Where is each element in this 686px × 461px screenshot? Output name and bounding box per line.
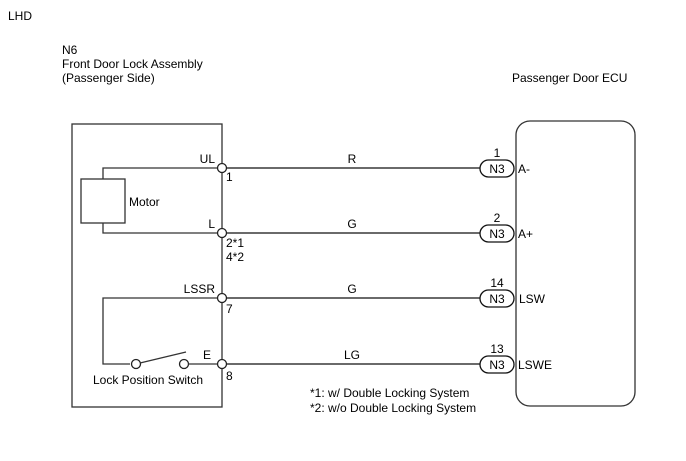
switch-contact-icon xyxy=(178,358,190,370)
ecu-terminal-name: A+ xyxy=(518,227,533,241)
ecu-pin-number: 2 xyxy=(494,211,501,225)
circuit-ul: UL 1 R N3 1 A- xyxy=(200,146,530,184)
ecu-box xyxy=(515,120,636,407)
connector-label: N3 xyxy=(489,162,505,176)
ecu-terminal-name: A- xyxy=(518,162,530,176)
switch-blade-icon xyxy=(139,351,187,364)
lock-position-switch-symbol xyxy=(102,297,221,370)
pin-number-alt: 4*2 xyxy=(226,250,244,264)
terminal-name: LSSR xyxy=(184,282,216,296)
connector-n3-icon xyxy=(479,289,515,308)
motor-label: Motor xyxy=(129,195,160,209)
terminal-ul-icon xyxy=(216,162,228,174)
terminal-l-icon xyxy=(216,227,228,239)
ecu-terminal-name: LSW xyxy=(519,292,546,306)
connector-n3-icon xyxy=(479,224,515,243)
ecu-pin-number: 14 xyxy=(490,276,504,290)
pin-number: 7 xyxy=(226,302,233,316)
connector-label: N3 xyxy=(489,358,505,372)
terminal-lssr-icon xyxy=(216,292,228,304)
circuit-l: L 2*1 4*2 G N3 2 A+ xyxy=(208,211,533,264)
connector-label: N3 xyxy=(489,292,505,306)
left-component-code: N6 xyxy=(62,43,78,57)
circuit-e: E 8 LG N3 13 LSWE xyxy=(203,342,552,383)
pin-number: 8 xyxy=(226,369,233,383)
right-component-name: Passenger Door ECU xyxy=(512,71,627,85)
wire-color-label: LG xyxy=(344,348,360,362)
terminal-e-icon xyxy=(216,358,228,370)
terminal-name: UL xyxy=(200,152,216,166)
left-component-side: (Passenger Side) xyxy=(62,71,155,85)
ecu-pin-number: 1 xyxy=(494,146,501,160)
switch-contact-icon xyxy=(130,358,142,370)
footnote-2: *2: w/o Double Locking System xyxy=(310,401,476,415)
drive-side-label: LHD xyxy=(8,9,32,23)
terminal-name: L xyxy=(208,217,215,231)
wire-color-label: G xyxy=(347,217,356,231)
pin-number: 1 xyxy=(226,170,233,184)
pin-number: 2*1 xyxy=(226,236,244,250)
wire-color-label: G xyxy=(347,282,356,296)
circuit-lssr: LSSR 7 G N3 14 LSW xyxy=(184,276,546,316)
footnote-1: *1: w/ Double Locking System xyxy=(310,386,469,400)
switch-label: Lock Position Switch xyxy=(93,373,203,387)
ecu-terminal-name: LSWE xyxy=(518,358,552,372)
ecu-pin-number: 13 xyxy=(490,342,504,356)
connector-n3-icon xyxy=(479,355,515,374)
terminal-name: E xyxy=(203,348,211,362)
wire-color-label: R xyxy=(348,152,357,166)
left-component-name: Front Door Lock Assembly xyxy=(62,57,203,71)
motor-symbol xyxy=(80,167,221,234)
connector-label: N3 xyxy=(489,227,505,241)
motor-icon xyxy=(80,178,126,224)
door-lock-assembly-box xyxy=(71,123,223,408)
connector-n3-icon xyxy=(479,159,515,178)
